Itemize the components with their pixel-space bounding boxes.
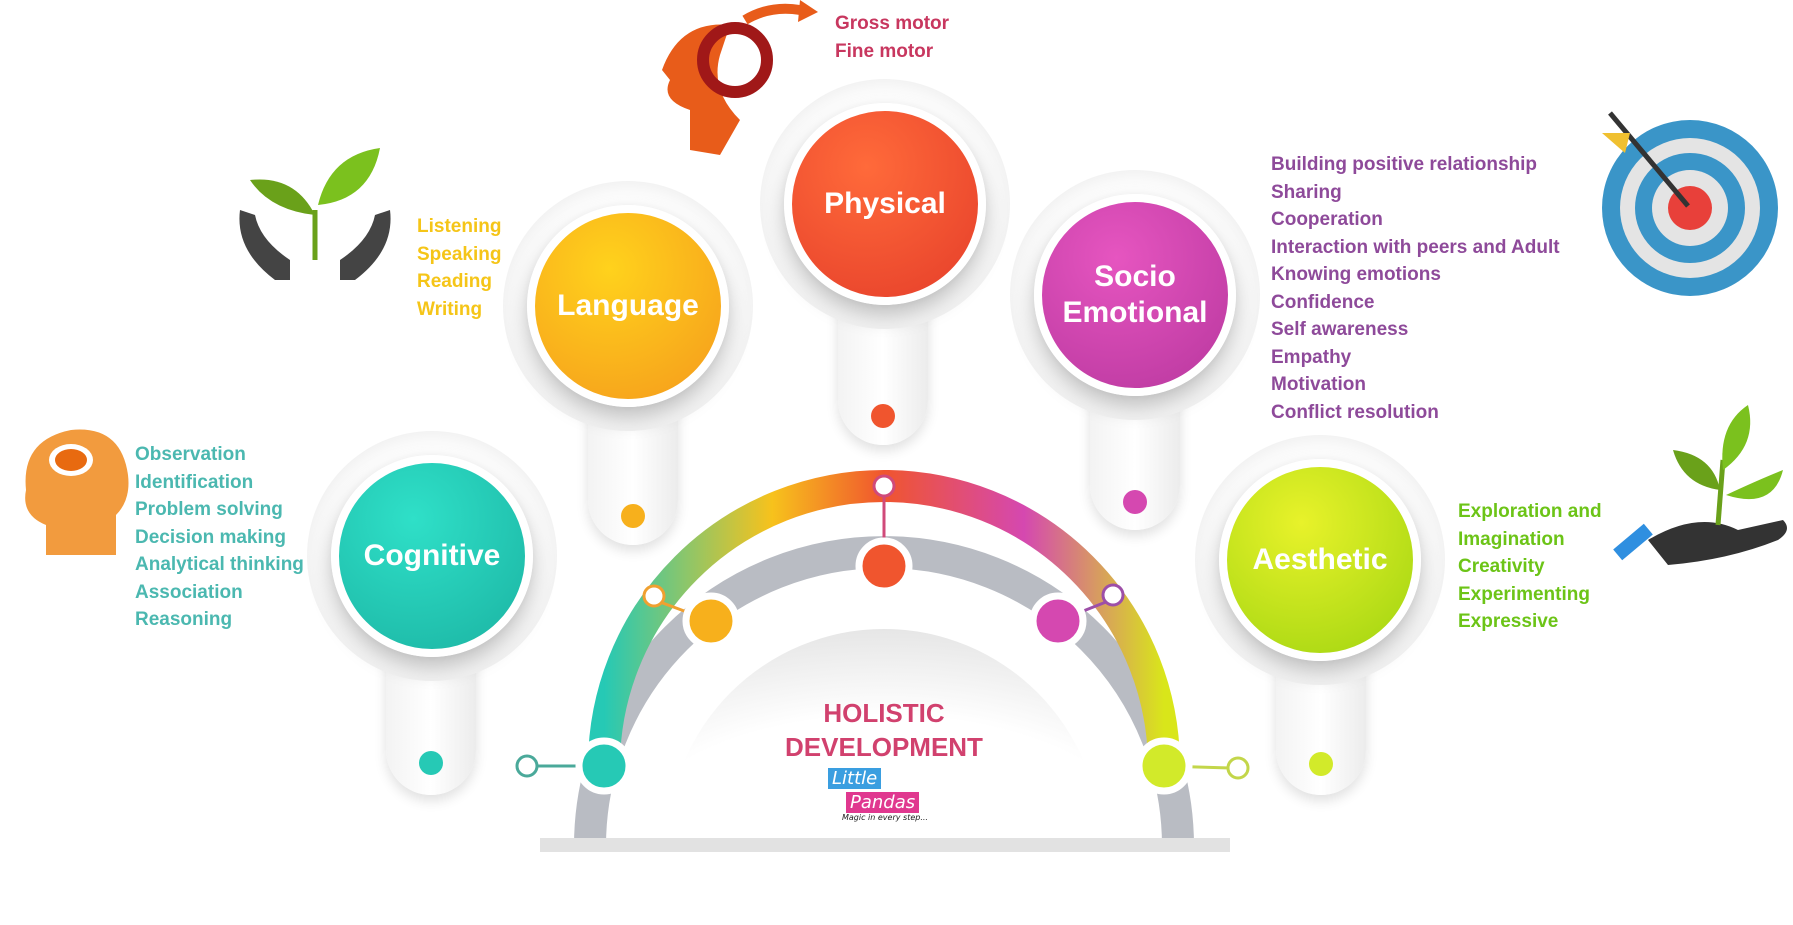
target-arrow-icon bbox=[1602, 111, 1778, 296]
language-list: Listening Speaking Reading Writing bbox=[417, 213, 501, 323]
label-aesthetic: Aesthetic bbox=[1252, 543, 1388, 576]
logo-pandas: Pandas bbox=[846, 792, 920, 813]
arc-node-aesthetic bbox=[1135, 737, 1193, 795]
logo-little: Little bbox=[828, 768, 882, 789]
pin-dot-language bbox=[621, 504, 645, 528]
title-line-2: DEVELOPMENT bbox=[785, 732, 983, 762]
list-item: Problem solving bbox=[135, 499, 283, 520]
arc-node-cognitive bbox=[575, 737, 633, 795]
list-item: Writing bbox=[417, 298, 483, 320]
pin-dot-aesthetic bbox=[1309, 752, 1333, 776]
hands-sprout-icon bbox=[239, 148, 391, 280]
list-item: Imagination bbox=[1458, 528, 1565, 550]
label-language: Language bbox=[557, 289, 699, 322]
little-pandas-logo: Little Pandas Magic in every step... bbox=[828, 768, 938, 822]
center-title: HOLISTIC DEVELOPMENT bbox=[734, 696, 1034, 764]
label-emotional: Emotional bbox=[1062, 296, 1208, 329]
label-socio: Socio bbox=[1094, 260, 1176, 293]
list-item: Self awareness bbox=[1271, 319, 1409, 340]
label-cognitive: Cognitive bbox=[363, 539, 501, 572]
list-item: Interaction with peers and Adult bbox=[1271, 236, 1560, 258]
circle-physical: Physical bbox=[784, 103, 986, 305]
head-arrow-icon bbox=[662, 0, 818, 155]
list-item: Experimenting bbox=[1458, 583, 1590, 605]
list-item: Confidence bbox=[1271, 291, 1375, 313]
pin-dot-socio bbox=[1123, 490, 1147, 514]
physical-list: Gross motor Fine motor bbox=[835, 10, 949, 65]
list-item: Knowing emotions bbox=[1271, 264, 1441, 285]
circle-language: Language bbox=[527, 205, 729, 407]
label-physical: Physical bbox=[824, 187, 946, 220]
list-item: Reading bbox=[417, 271, 492, 292]
head-brain-icon bbox=[25, 429, 129, 555]
list-item: Association bbox=[135, 581, 243, 603]
list-item: Exploration and bbox=[1458, 501, 1602, 522]
list-item: Analytical thinking bbox=[135, 554, 304, 575]
list-item: Identification bbox=[135, 471, 254, 493]
list-item: Sharing bbox=[1271, 181, 1342, 203]
hand-plant-icon bbox=[1613, 405, 1787, 565]
list-item: Cooperation bbox=[1271, 209, 1383, 230]
list-item: Decision making bbox=[135, 526, 286, 548]
pin-dot-cognitive bbox=[419, 751, 443, 775]
list-item: Conflict resolution bbox=[1271, 401, 1439, 423]
arc-node-physical bbox=[855, 537, 913, 595]
cognitive-list: Observation Identification Problem solvi… bbox=[135, 441, 304, 634]
aesthetic-list: Exploration and Imagination Creativity E… bbox=[1458, 498, 1602, 636]
list-item: Motivation bbox=[1271, 374, 1366, 395]
list-item: Expressive bbox=[1458, 611, 1559, 632]
list-item: Observation bbox=[135, 444, 246, 465]
inner-semicircle bbox=[667, 629, 1101, 846]
circle-aesthetic: Aesthetic bbox=[1219, 459, 1421, 661]
arc-node-language bbox=[682, 592, 740, 650]
list-item: Speaking bbox=[417, 243, 502, 265]
list-item: Building positive relationship bbox=[1271, 154, 1538, 175]
list-item: Reasoning bbox=[135, 609, 233, 630]
list-item: Creativity bbox=[1458, 556, 1545, 577]
list-item: Listening bbox=[417, 216, 502, 237]
base-shelf bbox=[540, 838, 1230, 852]
circle-cognitive: Cognitive bbox=[331, 455, 533, 657]
list-item: Empathy bbox=[1271, 346, 1352, 368]
list-item: Fine motor bbox=[835, 40, 934, 62]
logo-tagline: Magic in every step... bbox=[842, 813, 928, 822]
title-line-1: HOLISTIC bbox=[823, 698, 945, 728]
list-item: Gross motor bbox=[835, 13, 950, 34]
socio-list: Building positive relationship Sharing C… bbox=[1271, 151, 1560, 426]
pin-dot-physical bbox=[871, 404, 895, 428]
arc-node-socio bbox=[1029, 592, 1087, 650]
